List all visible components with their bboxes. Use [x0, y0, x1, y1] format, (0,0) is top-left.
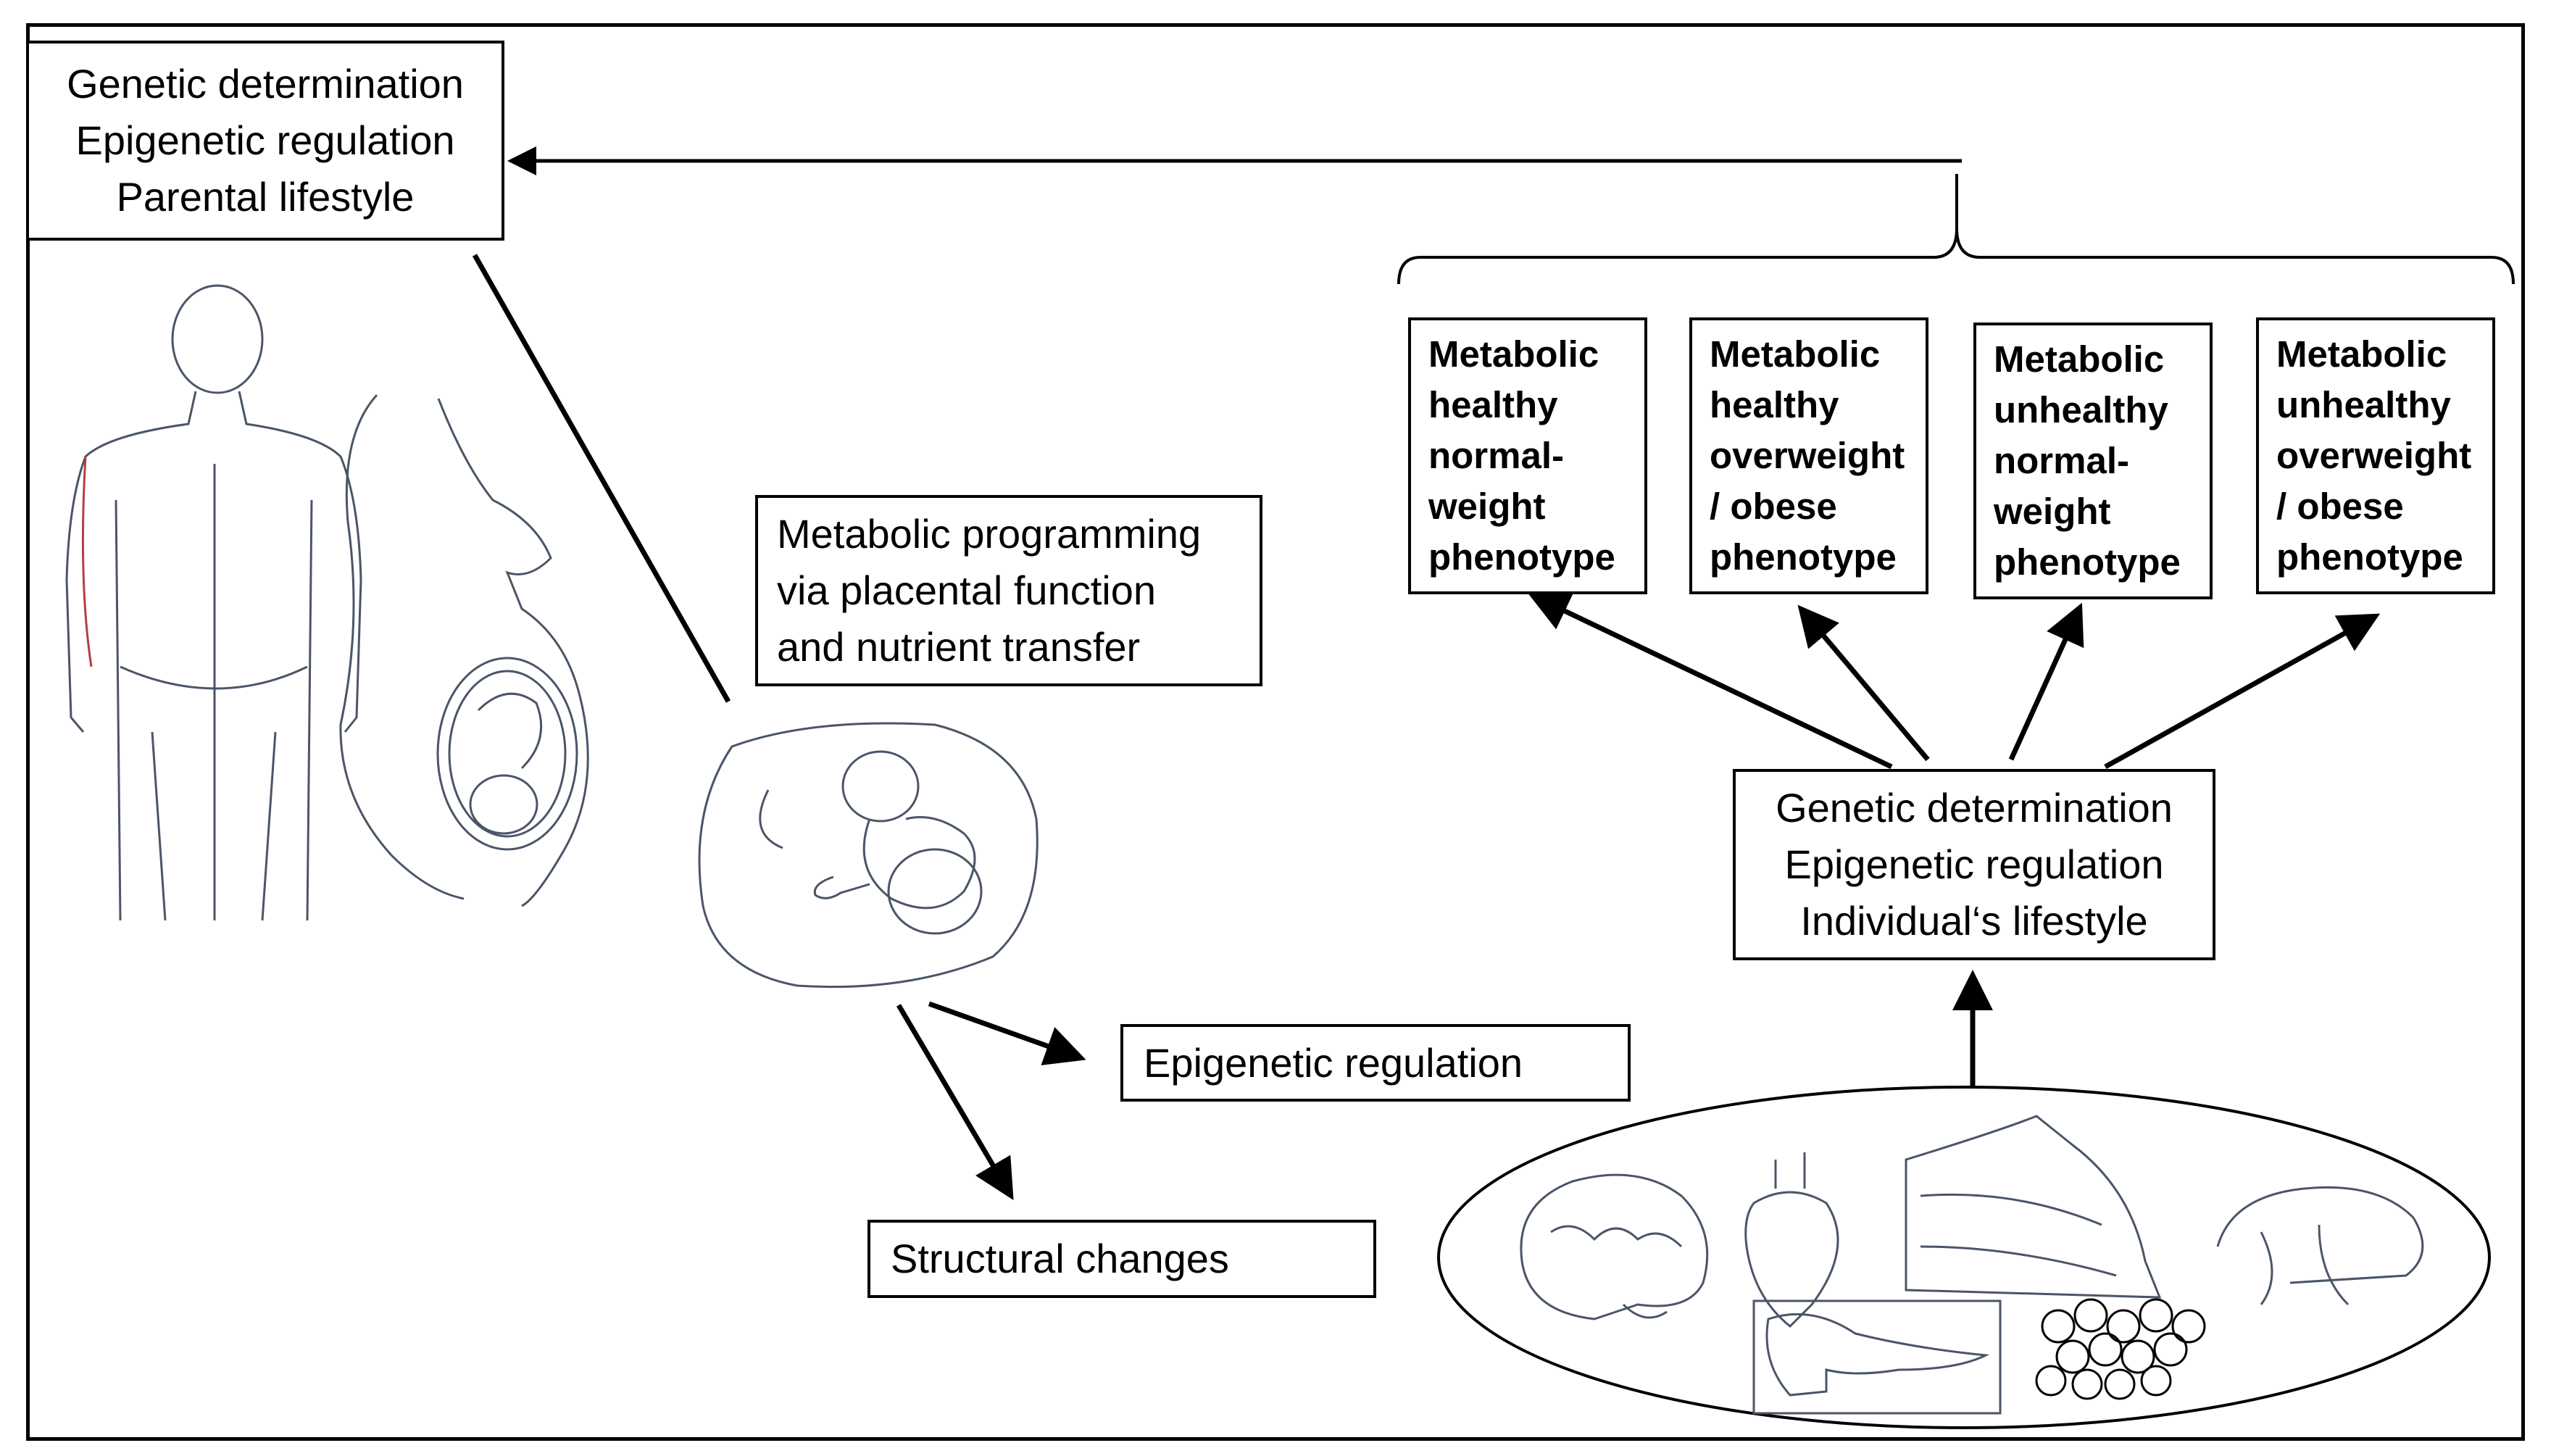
phenotype-2-line-5: phenotype [1710, 536, 1897, 578]
metabolic-programming-line-2: via placental function [777, 567, 1157, 613]
pancreas-sketch [1752, 1299, 2002, 1415]
phenotype-box-4: Metabolic unhealthy overweight / obese p… [2256, 317, 2495, 594]
organs-ellipse [1437, 1086, 2491, 1429]
individual-factors-box: Genetic determination Epigenetic regulat… [1733, 769, 2215, 960]
phenotype-box-2: Metabolic healthy overweight / obese phe… [1689, 317, 1928, 594]
individual-to-pheno3-arrow [2008, 602, 2084, 761]
parental-factors-line-2: Epigenetic regulation [75, 117, 455, 163]
individual-to-pheno4-arrow [2104, 613, 2381, 770]
phenotype-4-line-5: phenotype [2276, 536, 2463, 578]
metabolic-programming-line-3: and nutrient transfer [777, 624, 1141, 670]
phenotype-4-line-4: / obese [2276, 486, 2404, 527]
phenotype-1-line-4: weight [1428, 486, 1546, 527]
phenotype-2-line-1: Metabolic [1710, 333, 1881, 375]
phenotype-3-line-1: Metabolic [1994, 338, 2165, 380]
phenotype-4-line-3: overweight [2276, 435, 2472, 476]
fetus-to-structural-arrow [896, 1004, 1014, 1201]
fetus-to-epigenetic-arrow [928, 1001, 1086, 1065]
pregnant-woman-sketch [339, 394, 589, 907]
metabolic-programming-line-1: Metabolic programming [777, 511, 1202, 557]
individual-to-pheno1-arrow [1528, 592, 1893, 770]
fetus-in-utero-sketch [698, 722, 1039, 989]
metabolic-programming-box: Metabolic programming via placental func… [755, 495, 1262, 686]
diagram-frame [26, 23, 2525, 1441]
phenotype-brace [1397, 174, 2515, 285]
phenotype-box-3: Metabolic unhealthy normal- weight pheno… [1973, 323, 2213, 599]
individual-factors-line-3: Individual‘s lifestyle [1800, 898, 2148, 944]
structural-changes-box: Structural changes [867, 1220, 1376, 1298]
phenotype-2-line-2: healthy [1710, 384, 1839, 425]
phenotype-1-line-1: Metabolic [1428, 333, 1599, 375]
structural-changes-label: Structural changes [891, 1236, 1229, 1281]
epigenetic-regulation-label: Epigenetic regulation [1144, 1039, 1523, 1086]
phenotype-box-1: Metabolic healthy normal- weight phenoty… [1408, 317, 1647, 594]
phenotype-2-line-4: / obese [1710, 486, 1837, 527]
phenotype-3-line-2: unhealthy [1994, 389, 2168, 430]
phenotype-4-line-2: unhealthy [2276, 384, 2451, 425]
individual-factors-line-2: Epigenetic regulation [1784, 841, 2164, 887]
phenotype-3-line-3: normal- [1994, 440, 2130, 481]
individual-to-pheno2-arrow [1797, 604, 1930, 762]
epigenetic-regulation-box: Epigenetic regulation [1120, 1024, 1631, 1102]
parental-factors-line-1: Genetic determination [67, 61, 464, 107]
parental-factors-box: Genetic determination Epigenetic regulat… [26, 41, 504, 241]
phenotype-1-line-2: healthy [1428, 384, 1558, 425]
phenotype-3-line-5: phenotype [1994, 541, 2181, 583]
muscle-sketch [1905, 1115, 2162, 1299]
individual-factors-line-1: Genetic determination [1776, 785, 2173, 831]
phenotype-1-line-3: normal- [1428, 435, 1565, 476]
adult-figure-sketch [65, 284, 362, 921]
phenotype-4-line-1: Metabolic [2276, 333, 2447, 375]
phenotype-1-line-5: phenotype [1428, 536, 1615, 578]
liver-sketch [2216, 1186, 2424, 1306]
parental-factors-line-3: Parental lifestyle [116, 174, 415, 220]
parental-to-fetus-line [472, 254, 731, 703]
phenotype-3-line-4: weight [1994, 491, 2111, 532]
adipose-tissue-sketch [2035, 1298, 2206, 1400]
brain-sketch [1520, 1173, 1709, 1320]
phenotype-2-line-3: overweight [1710, 435, 1905, 476]
